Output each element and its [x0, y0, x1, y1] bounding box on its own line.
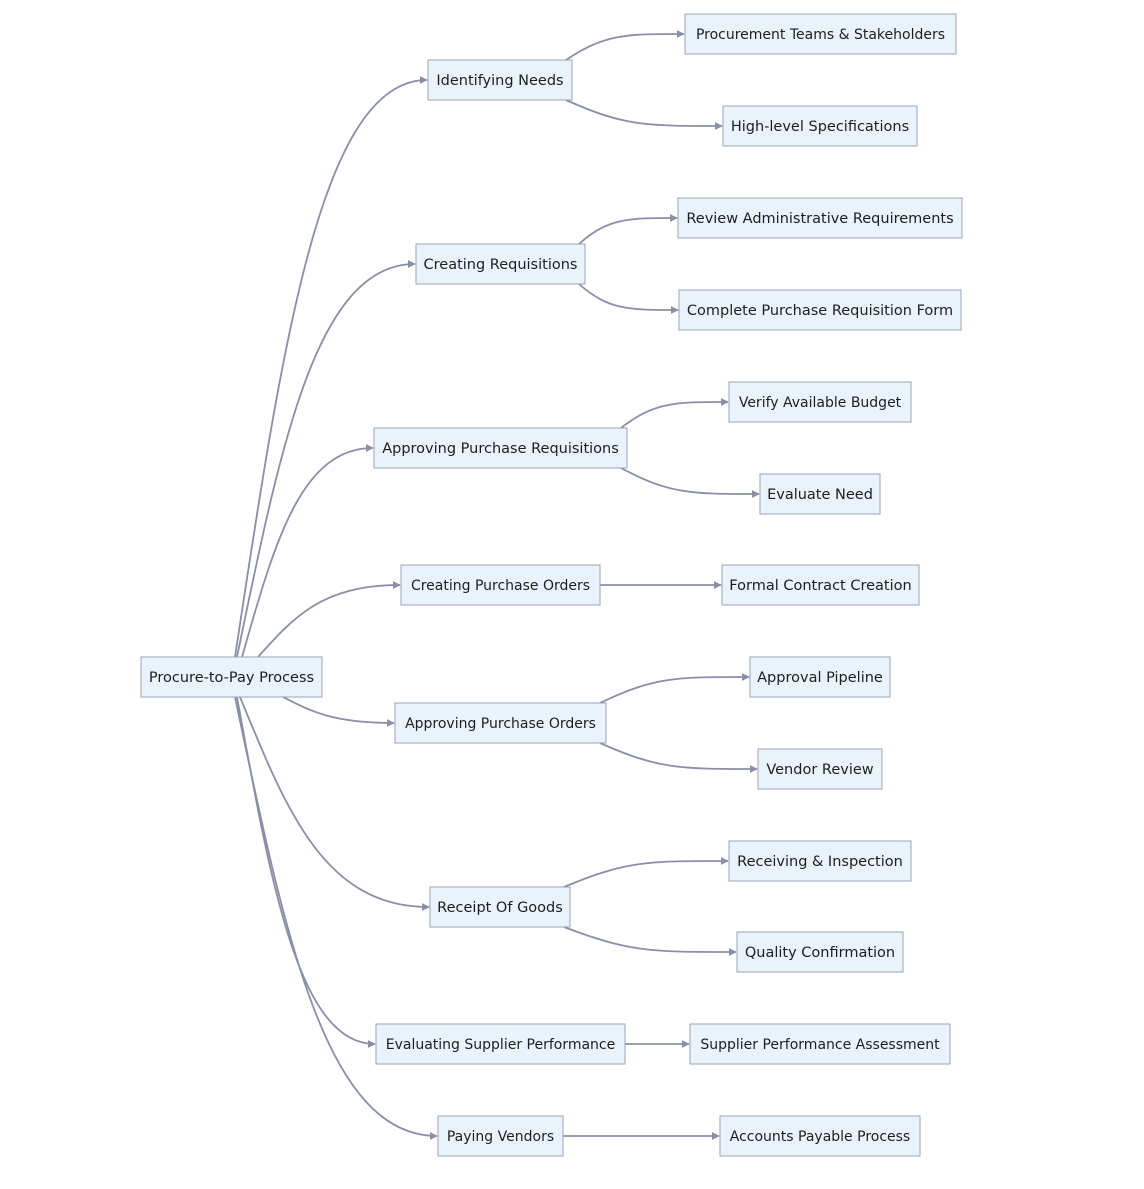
node-label: Approving Purchase Requisitions [382, 441, 619, 457]
node-high-level-specs: High-level Specifications [722, 105, 918, 147]
node-label: Evaluate Need [767, 487, 873, 503]
node-box [415, 243, 586, 285]
node-box [429, 886, 571, 928]
node-box [722, 105, 918, 147]
node-box [394, 702, 607, 744]
edge-root-to-paying-vendors [234, 696, 438, 1140]
node-supplier-assessment: Supplier Performance Assessment [689, 1023, 951, 1065]
node-box [736, 931, 904, 973]
node-label: Formal Contract Creation [729, 578, 911, 594]
node-label: Paying Vendors [447, 1129, 554, 1145]
node-box [400, 564, 601, 606]
edge-receipt-of-goods-to-quality-confirmation [563, 926, 737, 956]
edge-approving-pos-to-vendor-review [599, 742, 758, 773]
node-label: Approving Purchase Orders [405, 716, 596, 732]
edge-root-to-creating-requisitions [236, 260, 416, 658]
node-verify-budget: Verify Available Budget [728, 381, 912, 423]
node-label: Complete Purchase Requisition Form [687, 303, 953, 319]
node-label: Receiving & Inspection [737, 854, 903, 870]
edge-root-to-evaluating-supplier [236, 696, 376, 1048]
edge-root-to-receipt-of-goods [239, 696, 430, 911]
node-label: Vendor Review [766, 762, 873, 778]
node-box [375, 1023, 626, 1065]
edge-creating-requisitions-to-complete-pr-form [578, 283, 679, 314]
node-box [140, 656, 323, 698]
node-label: Creating Requisitions [424, 257, 578, 273]
node-box [684, 13, 957, 55]
edge-identifying-needs-to-high-level-specs [565, 99, 723, 130]
node-label: Identifying Needs [436, 73, 563, 89]
node-label: Supplier Performance Assessment [700, 1037, 940, 1053]
node-approving-pos: Approving Purchase Orders [394, 702, 607, 744]
node-box [728, 840, 912, 882]
node-procurement-teams: Procurement Teams & Stakeholders [684, 13, 957, 55]
node-box [689, 1023, 951, 1065]
node-box [759, 473, 881, 515]
node-evaluate-need: Evaluate Need [759, 473, 881, 515]
node-accounts-payable: Accounts Payable Process [719, 1115, 921, 1157]
node-receiving-inspection: Receiving & Inspection [728, 840, 912, 882]
node-box [757, 748, 883, 790]
edge-layer [234, 30, 760, 1140]
node-evaluating-supplier: Evaluating Supplier Performance [375, 1023, 626, 1065]
node-complete-pr-form: Complete Purchase Requisition Form [678, 289, 962, 331]
node-label: Evaluating Supplier Performance [386, 1037, 616, 1053]
edge-root-to-approving-prs [241, 444, 374, 658]
edge-root-to-identifying-needs [234, 76, 428, 658]
edge-root-to-creating-pos [257, 581, 401, 658]
node-box [728, 381, 912, 423]
edge-receipt-of-goods-to-receiving-inspection [563, 857, 729, 888]
node-label: High-level Specifications [731, 119, 909, 135]
edge-approving-pos-to-approval-pipeline [599, 673, 750, 704]
node-box [427, 59, 573, 101]
edge-approving-prs-to-evaluate-need [620, 467, 760, 498]
edge-approving-prs-to-verify-budget [620, 398, 729, 429]
node-label: Approval Pipeline [757, 670, 883, 686]
node-approving-prs: Approving Purchase Requisitions [373, 427, 628, 469]
node-vendor-review: Vendor Review [757, 748, 883, 790]
node-box [677, 197, 963, 239]
node-label: Review Administrative Requirements [686, 211, 953, 227]
node-box [721, 564, 920, 606]
node-creating-pos: Creating Purchase Orders [400, 564, 601, 606]
node-quality-confirmation: Quality Confirmation [736, 931, 904, 973]
node-box [373, 427, 628, 469]
node-label: Quality Confirmation [745, 945, 895, 961]
node-label: Procurement Teams & Stakeholders [696, 27, 945, 43]
node-approval-pipeline: Approval Pipeline [749, 656, 891, 698]
node-paying-vendors: Paying Vendors [437, 1115, 564, 1157]
node-label: Procure-to-Pay Process [149, 670, 314, 686]
node-identifying-needs: Identifying Needs [427, 59, 573, 101]
node-root: Procure-to-Pay Process [140, 656, 323, 698]
edge-root-to-approving-pos [282, 696, 395, 727]
node-box [678, 289, 962, 331]
node-label: Receipt Of Goods [437, 900, 563, 916]
node-creating-requisitions: Creating Requisitions [415, 243, 586, 285]
node-review-admin-req: Review Administrative Requirements [677, 197, 963, 239]
node-label: Creating Purchase Orders [411, 578, 590, 594]
node-formal-contract: Formal Contract Creation [721, 564, 920, 606]
node-receipt-of-goods: Receipt Of Goods [429, 886, 571, 928]
node-box [437, 1115, 564, 1157]
node-label: Verify Available Budget [739, 395, 902, 411]
node-box [749, 656, 891, 698]
node-label: Accounts Payable Process [730, 1129, 910, 1145]
edge-creating-requisitions-to-review-admin-req [578, 214, 678, 245]
node-box [719, 1115, 921, 1157]
edge-identifying-needs-to-procurement-teams [565, 30, 685, 61]
